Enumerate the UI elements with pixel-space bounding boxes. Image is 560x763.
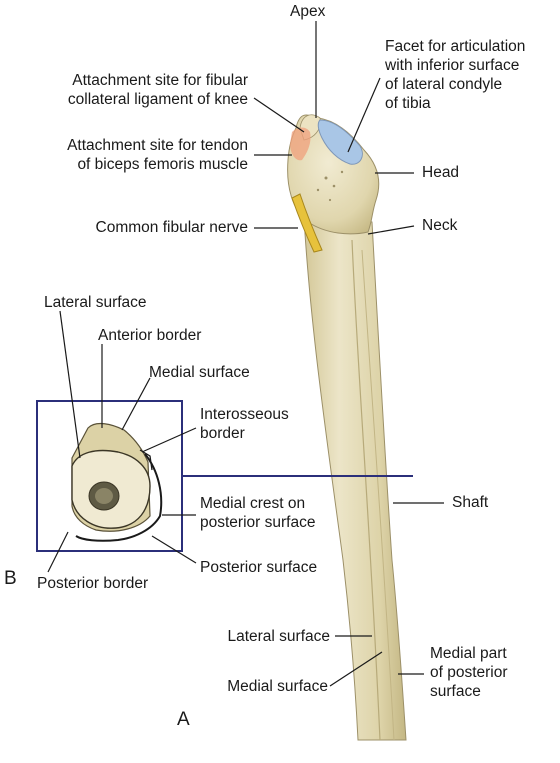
- fibula-shaft: [302, 199, 407, 741]
- label-medial-part-line1: Medial part: [430, 645, 507, 662]
- shaft-ridge-lateral: [351, 239, 381, 741]
- label-fibular-ligament-line1: Attachment site for fibular: [72, 72, 248, 89]
- label-cs-anterior-border: Anterior border: [98, 327, 202, 344]
- label-facet-line1: Facet for articulation: [385, 38, 526, 55]
- posterior-surface-bracket: [75, 453, 163, 542]
- figure-letter-b: B: [4, 568, 17, 589]
- label-lateral-surface-shaft: Lateral surface: [227, 628, 330, 645]
- fibular-ligament-attachment: [290, 127, 311, 161]
- label-cs-interosseous-line1: Interosseous: [200, 406, 289, 423]
- label-medial-part-line3: surface: [430, 683, 481, 700]
- label-apex: Apex: [290, 3, 326, 20]
- label-cs-medial-crest-line2: posterior surface: [200, 514, 316, 531]
- label-biceps-line1: Attachment site for tendon: [67, 137, 248, 154]
- label-cs-posterior-border: Posterior border: [37, 575, 149, 592]
- label-head: Head: [422, 164, 460, 181]
- label-facet-line4: of tibia: [385, 95, 431, 112]
- leader-lines: [47, 21, 444, 687]
- label-biceps-line2: of biceps femoris muscle: [77, 156, 248, 173]
- label-facet-line2: with inferior surface: [385, 57, 520, 74]
- label-cs-posterior-surface: Posterior surface: [200, 559, 318, 576]
- figure-letter-a: A: [177, 709, 190, 730]
- shaft-ridge-medial: [361, 249, 395, 741]
- label-shaft: Shaft: [452, 494, 489, 511]
- label-neck: Neck: [422, 217, 458, 234]
- label-medial-part-line2: of posterior: [430, 664, 508, 681]
- label-cs-lateral-surface: Lateral surface: [44, 294, 147, 311]
- common-fibular-nerve: [291, 193, 323, 253]
- articular-facet: [317, 119, 363, 165]
- label-cs-medial-surface: Medial surface: [149, 364, 250, 381]
- label-cs-interosseous-line2: border: [200, 425, 245, 442]
- label-fibular-ligament-line2: collateral ligament of knee: [67, 91, 248, 108]
- label-medial-surface-shaft: Medial surface: [227, 678, 328, 695]
- label-common-fibular-nerve: Common fibular nerve: [95, 219, 248, 236]
- label-facet-line3: of lateral condyle: [385, 76, 503, 93]
- label-cs-medial-crest-line1: Medial crest on: [200, 495, 306, 512]
